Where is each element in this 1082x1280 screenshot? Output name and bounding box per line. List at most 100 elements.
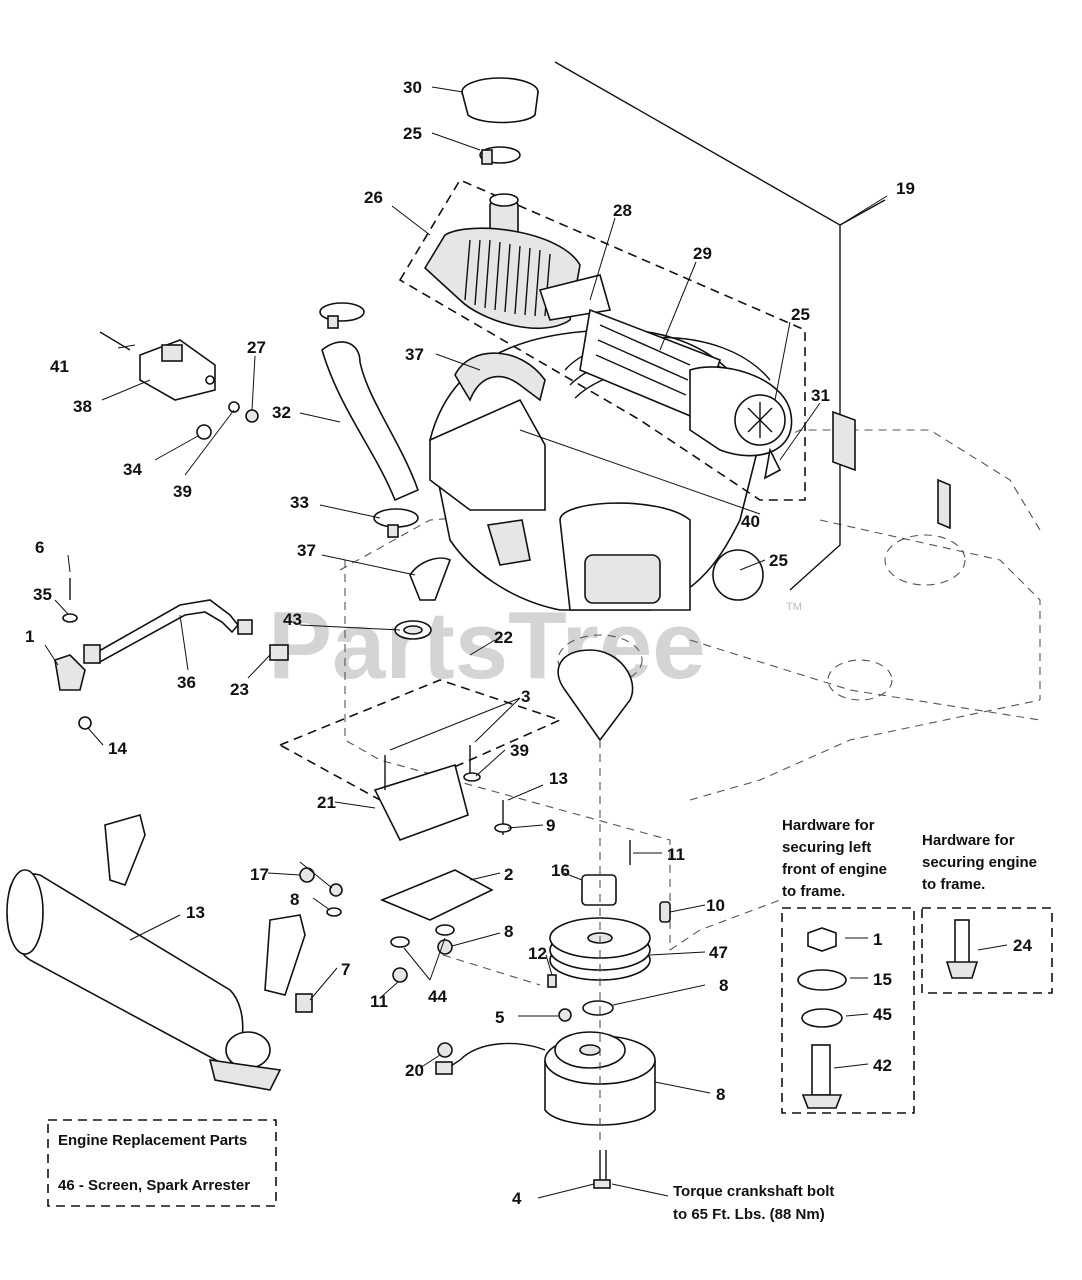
callout-39: 39: [510, 741, 529, 760]
breather-fitting: [486, 519, 531, 566]
dash-link: [442, 954, 541, 986]
intake-hose: [321, 341, 420, 502]
hardware-left-line-4: to frame.: [782, 883, 845, 900]
engine-replacement-title: Engine Replacement Parts: [58, 1132, 247, 1149]
callout-38: 38: [73, 397, 92, 416]
callout-42: 42: [873, 1056, 892, 1075]
torque-note-line-1: Torque crankshaft bolt: [673, 1183, 834, 1200]
air-cleaner-cap: [461, 77, 539, 124]
hardware-right-line-1: Hardware for: [922, 832, 1015, 849]
hardware-left-line-2: securing left: [782, 839, 871, 856]
callout-47: 47: [709, 943, 728, 962]
breather-hose: [409, 557, 452, 601]
callout-5: 5: [495, 1008, 504, 1027]
spacer-5: [582, 1000, 614, 1016]
spacer-12: [295, 993, 313, 1013]
hardware-left-note: Hardware for securing left front of engi…: [782, 817, 887, 900]
callout-34: 34: [123, 460, 142, 479]
callout-7: 7: [341, 960, 350, 979]
callout-8: 8: [716, 1085, 725, 1104]
callout-39: 39: [173, 482, 192, 501]
hardware-right-line-2: securing engine: [922, 854, 1037, 871]
engine-replacement-line: 46 - Screen, Spark Arrester: [58, 1177, 250, 1194]
callout-26: 26: [364, 188, 383, 207]
trademark-mark: TM: [786, 601, 802, 613]
pulley-1: [549, 917, 651, 981]
hose-clamp-top: [479, 146, 521, 165]
callout-24: 24: [1013, 936, 1032, 955]
callout-44: 44: [428, 987, 447, 1006]
callout-13: 13: [549, 769, 568, 788]
callout-25: 25: [791, 305, 810, 324]
callout-27: 27: [247, 338, 266, 357]
callout-36: 36: [177, 673, 196, 692]
callout-11: 11: [370, 992, 388, 1011]
nut-39-lower: [78, 716, 92, 730]
callout-16: 16: [551, 861, 570, 880]
nut-8e: [437, 1042, 453, 1058]
callout-6: 6: [35, 538, 44, 557]
callout-4: 4: [512, 1189, 522, 1208]
muffler: [6, 814, 306, 1091]
callout-23: 23: [230, 680, 249, 699]
callout-21: 21: [317, 793, 336, 812]
setscrew-47: [547, 974, 557, 988]
air-cleaner-assembly: [398, 178, 806, 501]
callout-25: 25: [769, 551, 788, 570]
nut-39: [196, 424, 212, 440]
nut-8d: [437, 939, 453, 955]
washer-11c: [435, 924, 455, 936]
callout-41: 41: [50, 357, 69, 376]
grommet-22: [394, 620, 432, 640]
leader-lines: [44, 86, 1008, 1199]
air-cleaner-bracket: [454, 352, 546, 402]
callout-14: 14: [108, 739, 127, 758]
washer-40: [228, 401, 240, 413]
callout-3: 3: [521, 687, 530, 706]
clamp-36: [54, 654, 86, 691]
callout-29: 29: [693, 244, 712, 263]
callout-8: 8: [504, 922, 513, 941]
callout-35: 35: [33, 585, 52, 604]
callout-28: 28: [613, 201, 632, 220]
hardware-right-box: [921, 907, 1053, 994]
callout-33: 33: [290, 493, 309, 512]
fitting-3: [269, 644, 289, 661]
callout-45: 45: [873, 1005, 892, 1024]
callout-10: 10: [706, 896, 725, 915]
callout-2: 2: [504, 865, 513, 884]
callout-11: 11: [667, 845, 685, 864]
callout-8: 8: [719, 976, 728, 995]
callout-31: 31: [811, 386, 830, 405]
key-17: [659, 901, 671, 923]
engine-shroud: [554, 61, 951, 591]
callout-19: 19: [896, 179, 915, 198]
hardware-left-line-1: Hardware for: [782, 817, 875, 834]
callout-12: 12: [528, 944, 547, 963]
hardware-left-box: [781, 907, 915, 1114]
callout-1: 1: [873, 930, 882, 949]
callout-37: 37: [405, 345, 424, 364]
nut-20: [558, 1008, 572, 1022]
air-cleaner-mount: [429, 398, 546, 511]
washer-13: [463, 772, 481, 782]
callout-1: 1: [25, 627, 34, 646]
hardware-right-line-3: to frame.: [922, 876, 985, 893]
callout-9: 9: [546, 816, 555, 835]
nut-8b: [329, 883, 343, 897]
hardware-left-line-3: front of engine: [782, 861, 887, 878]
bolt-18: [593, 1150, 611, 1189]
washer-43: [62, 613, 78, 623]
nut-41: [245, 409, 259, 423]
nut-8a: [299, 867, 315, 883]
nut-8c: [392, 967, 408, 983]
clutch-4: [435, 1031, 656, 1126]
hose-clamp-low: [373, 508, 419, 538]
spacer-2: [581, 874, 617, 906]
torque-note-line-2: to 65 Ft. Lbs. (88 Nm): [673, 1206, 825, 1223]
bracket-9: [373, 763, 469, 841]
hose-clamp-mid: [319, 302, 365, 329]
callout-30: 30: [403, 78, 422, 97]
